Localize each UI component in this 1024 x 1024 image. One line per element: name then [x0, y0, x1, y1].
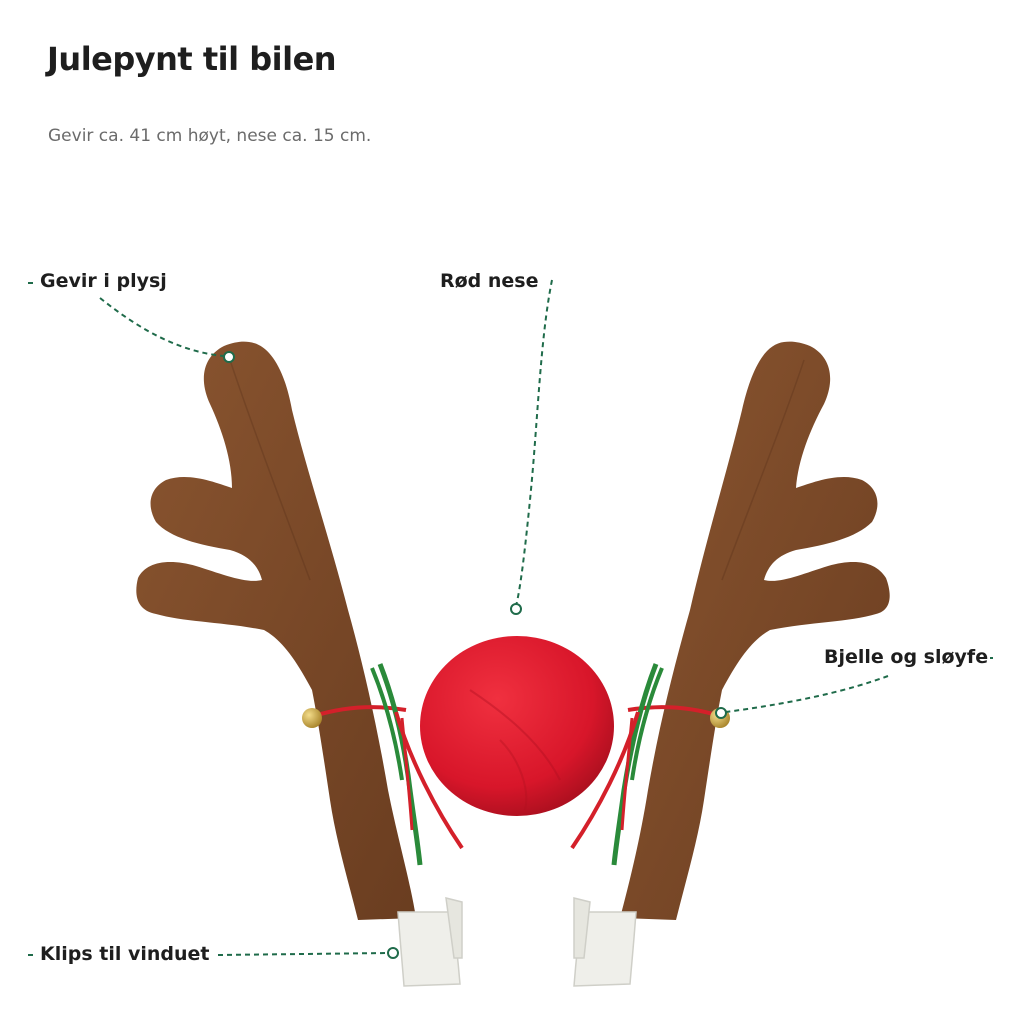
leader-nose — [515, 279, 553, 607]
left-window-clip — [397, 897, 463, 987]
left-antler — [136, 341, 417, 921]
left-ribbon-bell — [302, 663, 464, 866]
callout-clip: Klips til vinduet — [38, 943, 212, 965]
callout-nose: Rød nese — [438, 270, 541, 292]
right-antler — [620, 341, 890, 921]
page-subtitle: Gevir ca. 41 cm høyt, nese ca. 15 cm. — [48, 126, 372, 146]
red-nose — [420, 636, 614, 816]
callout-antler: Gevir i plysj — [38, 270, 169, 292]
callout-bell: Bjelle og sløyfe — [822, 646, 991, 668]
right-window-clip — [573, 897, 637, 987]
callout-dots — [223, 351, 727, 959]
page-title: Julepynt til bilen — [47, 40, 337, 78]
